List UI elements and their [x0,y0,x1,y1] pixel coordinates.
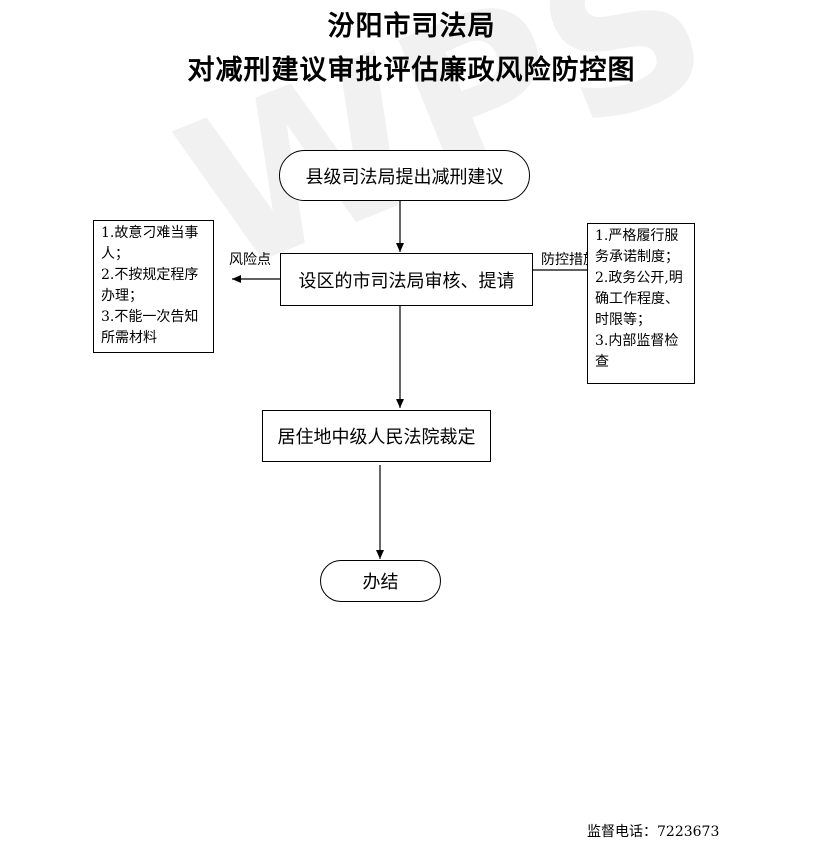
control-box: 1.严格履行服务承诺制度； 2.政务公开,明确工作程度、时限等； 3.内部监督检… [587,223,695,384]
flow-step3-text: 居住地中级人民法院裁定 [277,427,476,448]
risk-item: 1.故意刁难当事人； [101,225,199,262]
control-item: 3.内部监督检查 [595,333,679,370]
control-item: 1.严格履行服务承诺制度； [595,228,679,265]
flow-step2-text: 设区的市司法局审核、提请 [298,270,515,292]
page-title: 汾阳市司法局 [327,11,496,42]
flow-start-text: 县级司法局提出减刑建议 [305,166,504,188]
risk-item: 3.不能一次告知所需材料 [101,309,199,346]
risk-label: 风险点 [229,252,271,268]
flow-end-text: 办结 [362,572,399,593]
control-label: 防控措施 [541,252,597,268]
flow-end-node: 办结 [320,560,441,602]
page-subtitle: 对减刑建议审批评估廉政风险防控图 [187,55,636,86]
flow-step2-node: 设区的市司法局审核、提请 [280,253,533,306]
flow-start-node: 县级司法局提出减刑建议 [279,150,530,201]
flow-step3-node: 居住地中级人民法院裁定 [262,410,491,462]
control-item: 2.政务公开,明确工作程度、时限等； [595,270,683,328]
risk-item: 2.不按规定程序办理； [101,267,199,304]
supervision-phone: 监督电话：7223673 [587,824,720,840]
risk-box: 1.故意刁难当事人； 2.不按规定程序办理； 3.不能一次告知所需材料 [93,220,214,353]
